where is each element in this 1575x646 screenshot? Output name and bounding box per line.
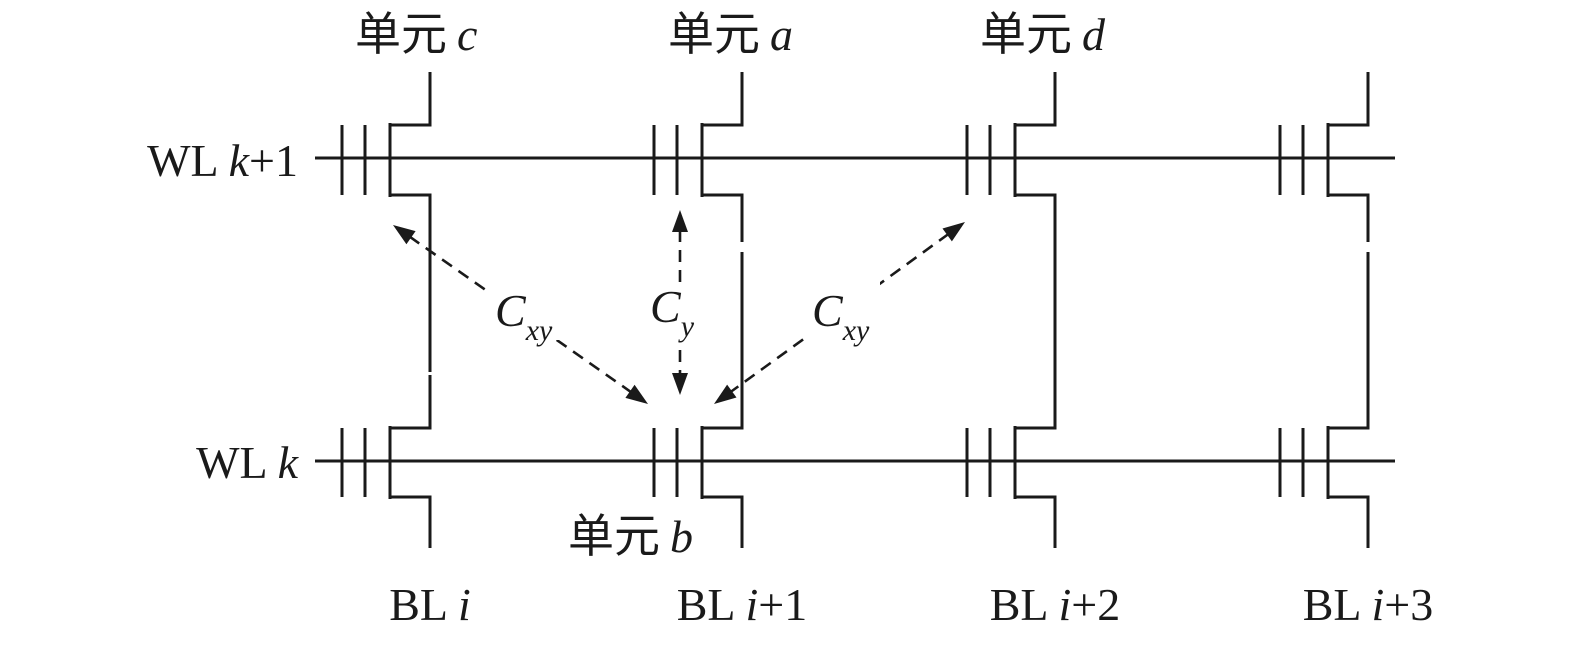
- cell-r0-c0-drain: [390, 72, 432, 127]
- arrow-cxy-left-shaft: [408, 235, 633, 394]
- cell-r1-c2-drain: [1015, 375, 1057, 430]
- cell-r1-c0-source: [390, 495, 432, 548]
- cy-label: Cy: [650, 281, 695, 343]
- arrow-cxy-left-head-start: [393, 225, 416, 245]
- cell-r0-c1-drain: [702, 72, 744, 127]
- cell-r0-c2-source: [1015, 193, 1057, 242]
- arrow-cxy-left-head-end: [625, 384, 648, 404]
- arrow-cy-head-end: [672, 373, 688, 395]
- cell-r1-c3-source: [1328, 495, 1370, 548]
- cxy-right-label: Cxy: [812, 285, 870, 347]
- cell-r0-c3-drain: [1328, 72, 1370, 127]
- cxy-left-label-bg: [490, 282, 560, 340]
- arrow-cxy-right-shaft: [729, 232, 950, 394]
- arrow-cxy-right-head-end: [714, 384, 737, 404]
- cxy-right-label-bg: [808, 282, 880, 340]
- cell-r0-c2-drain: [1015, 72, 1057, 127]
- cell-r1-c2-source: [1015, 495, 1057, 548]
- array-wiring: [315, 72, 1395, 548]
- cell-r1-c3-drain: [1328, 375, 1370, 430]
- cy-label-bg: [648, 284, 704, 342]
- cell-r0-c3-source: [1328, 193, 1370, 242]
- cell-r1-c0-drain: [390, 375, 432, 430]
- cxy-left-label: Cxy: [495, 285, 553, 347]
- cell-r1-c1-source: [702, 495, 744, 548]
- arrow-cy-head-start: [672, 210, 688, 232]
- coupling-arrows: [393, 210, 965, 404]
- arrow-cxy-right-head-start: [942, 222, 965, 242]
- cell-r0-c1-source: [702, 193, 744, 242]
